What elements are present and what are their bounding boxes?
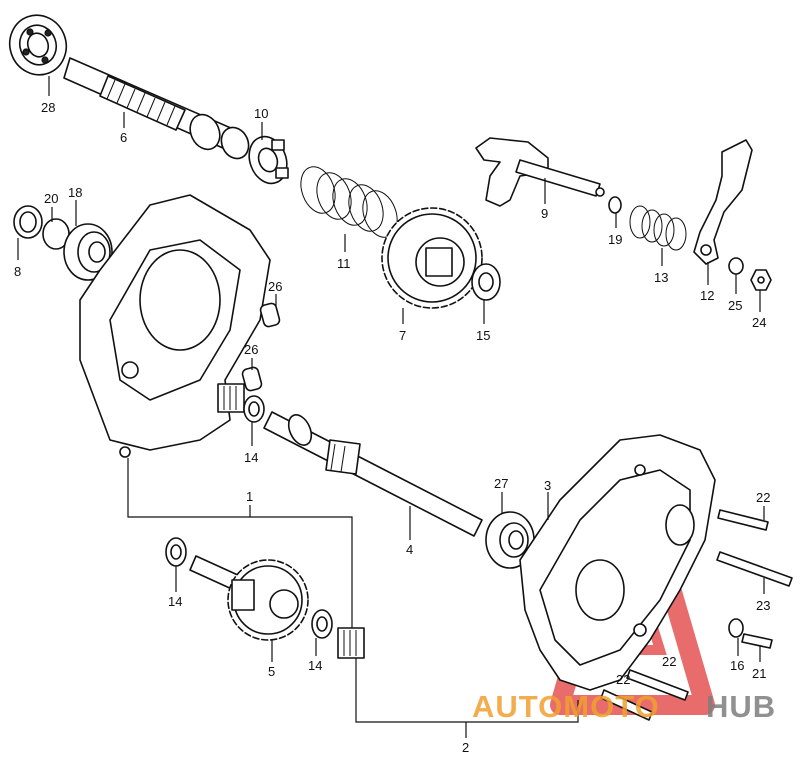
label-16: 16 bbox=[730, 658, 744, 673]
label-13: 13 bbox=[654, 270, 668, 285]
bolt-21 bbox=[741, 633, 773, 649]
bolt-22-low bbox=[600, 689, 653, 721]
label-25: 25 bbox=[728, 298, 742, 313]
label-3: 3 bbox=[544, 478, 551, 493]
spring-13 bbox=[629, 205, 687, 251]
shaft-4 bbox=[263, 411, 483, 537]
label-9: 9 bbox=[541, 206, 548, 221]
label-24: 24 bbox=[752, 315, 766, 330]
clutch-10 bbox=[248, 135, 289, 185]
washer-14c bbox=[311, 609, 333, 639]
label-26a: 26 bbox=[268, 279, 282, 294]
label-15: 15 bbox=[476, 328, 490, 343]
spring-11 bbox=[300, 166, 398, 238]
label-11: 11 bbox=[337, 256, 351, 271]
label-21: 21 bbox=[752, 666, 766, 681]
label-6: 6 bbox=[120, 130, 127, 145]
label-5: 5 bbox=[268, 664, 275, 679]
washer-14a bbox=[243, 395, 265, 423]
ring-19 bbox=[608, 196, 622, 214]
label-14a: 14 bbox=[244, 450, 258, 465]
label-14b: 14 bbox=[168, 594, 182, 609]
watermark-text-hub: HUB bbox=[706, 689, 776, 724]
watermark-logo: AUTOMOTO HUB bbox=[472, 689, 776, 724]
bolt-22-upper bbox=[717, 509, 769, 531]
gear-7 bbox=[381, 207, 483, 309]
label-12: 12 bbox=[700, 288, 714, 303]
label-26b: 26 bbox=[244, 342, 258, 357]
leader-lines bbox=[17, 76, 765, 738]
part-labels: 28 6 10 11 7 15 9 19 13 12 25 24 8 20 18… bbox=[14, 100, 770, 755]
bearing-27 bbox=[485, 511, 535, 569]
label-14c: 14 bbox=[308, 658, 322, 673]
bolt-22-mid bbox=[626, 669, 689, 701]
cover-3 bbox=[519, 434, 716, 691]
needle-bearing-upper bbox=[217, 383, 245, 413]
bolt-23 bbox=[716, 551, 793, 587]
label-22c: 22 bbox=[616, 672, 630, 687]
washer-15 bbox=[471, 263, 501, 301]
label-22b: 22 bbox=[662, 654, 676, 669]
seal-8 bbox=[13, 205, 43, 239]
label-7: 7 bbox=[399, 328, 406, 343]
needle-bearing-lower bbox=[337, 627, 365, 659]
label-22a: 22 bbox=[756, 490, 770, 505]
pin-26b bbox=[241, 366, 263, 392]
label-27: 27 bbox=[494, 476, 508, 491]
label-23: 23 bbox=[756, 598, 770, 613]
nut-24 bbox=[750, 269, 772, 291]
washer-14b bbox=[165, 537, 187, 567]
label-8: 8 bbox=[14, 264, 21, 279]
label-10: 10 bbox=[254, 106, 268, 121]
watermark-text-automoto: AUTOMOTO bbox=[472, 689, 660, 724]
shaft-6 bbox=[63, 57, 250, 160]
label-19: 19 bbox=[608, 232, 622, 247]
lever-12 bbox=[693, 139, 753, 265]
label-1: 1 bbox=[246, 489, 253, 504]
fork-9 bbox=[475, 137, 605, 207]
label-4: 4 bbox=[406, 542, 413, 557]
label-28: 28 bbox=[41, 100, 55, 115]
label-20: 20 bbox=[44, 191, 58, 206]
bearing-18 bbox=[63, 223, 113, 281]
washer-16 bbox=[728, 618, 744, 638]
pin-26a bbox=[259, 302, 281, 328]
gear-5 bbox=[189, 555, 309, 641]
label-2: 2 bbox=[462, 740, 469, 755]
housing-left bbox=[79, 194, 271, 458]
bearing-28 bbox=[8, 14, 68, 76]
label-18: 18 bbox=[68, 185, 82, 200]
washer-25 bbox=[728, 257, 744, 275]
